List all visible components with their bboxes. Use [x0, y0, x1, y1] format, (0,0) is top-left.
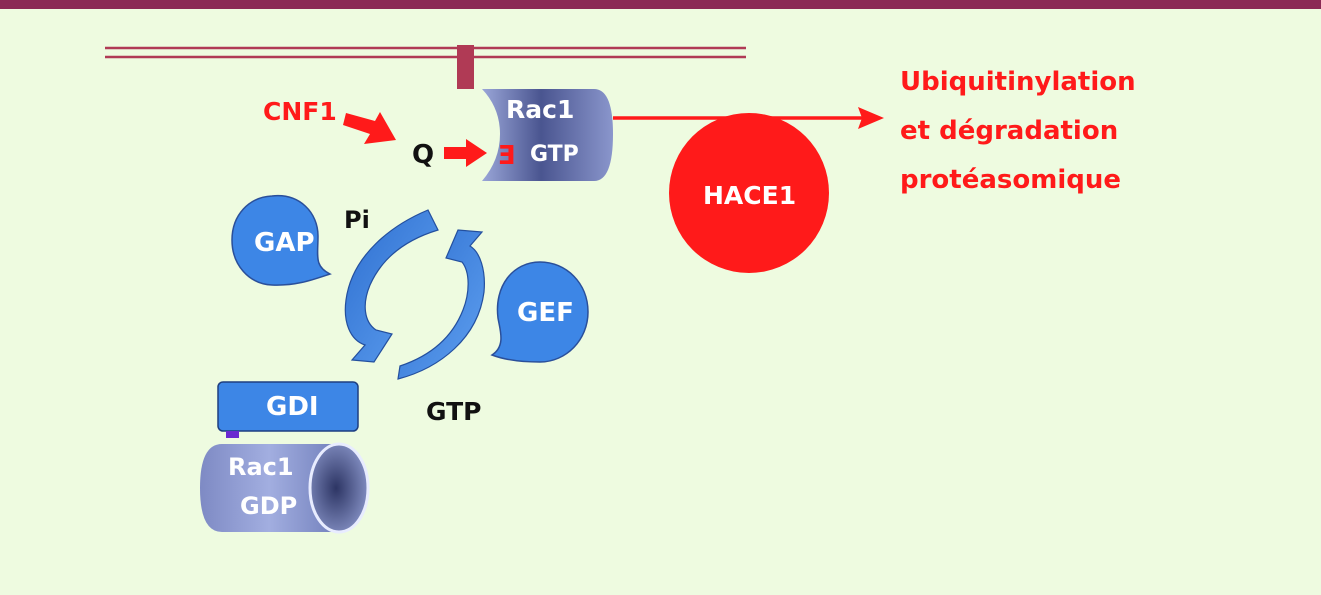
gtp-cycle-label: GTP	[426, 397, 482, 426]
gap-bubble	[231, 195, 332, 286]
q-to-e-arrow	[444, 139, 487, 167]
pi-label: Pi	[344, 206, 370, 234]
rac1-bottom-label: Rac1	[228, 453, 294, 481]
membrane	[105, 45, 746, 89]
gdi-label: GDI	[266, 392, 319, 422]
cnf1-arrow	[343, 112, 396, 144]
gdi-box	[217, 381, 359, 432]
hace1-label: HACE1	[703, 181, 797, 210]
q-label: Q	[412, 140, 435, 170]
cnf1-label: CNF1	[263, 97, 337, 126]
e-label: E	[498, 141, 516, 171]
outcome-line-1: Ubiquitinylation	[900, 67, 1136, 97]
outcome-line-2: et dégradation	[900, 116, 1119, 146]
gdi-lipid-anchor	[226, 431, 239, 438]
cycle-arrows	[344, 209, 485, 380]
gef-bubble	[490, 261, 589, 363]
gap-label: GAP	[254, 228, 315, 258]
gdp-bottom-label: GDP	[240, 492, 298, 520]
rac1-top-label: Rac1	[506, 95, 575, 124]
gef-label: GEF	[517, 298, 574, 328]
membrane-anchor	[457, 45, 474, 89]
top-border-bar	[0, 0, 1321, 9]
hace1-circle	[669, 113, 829, 273]
outcome-text: Ubiquitinylation et dégradation protéaso…	[900, 58, 1136, 205]
rac1-gdp-cylinder	[200, 442, 370, 534]
gtp-top-label: GTP	[530, 142, 579, 167]
outcome-line-3: protéasomique	[900, 165, 1121, 195]
rac1-gtp-cylinder	[482, 89, 613, 181]
